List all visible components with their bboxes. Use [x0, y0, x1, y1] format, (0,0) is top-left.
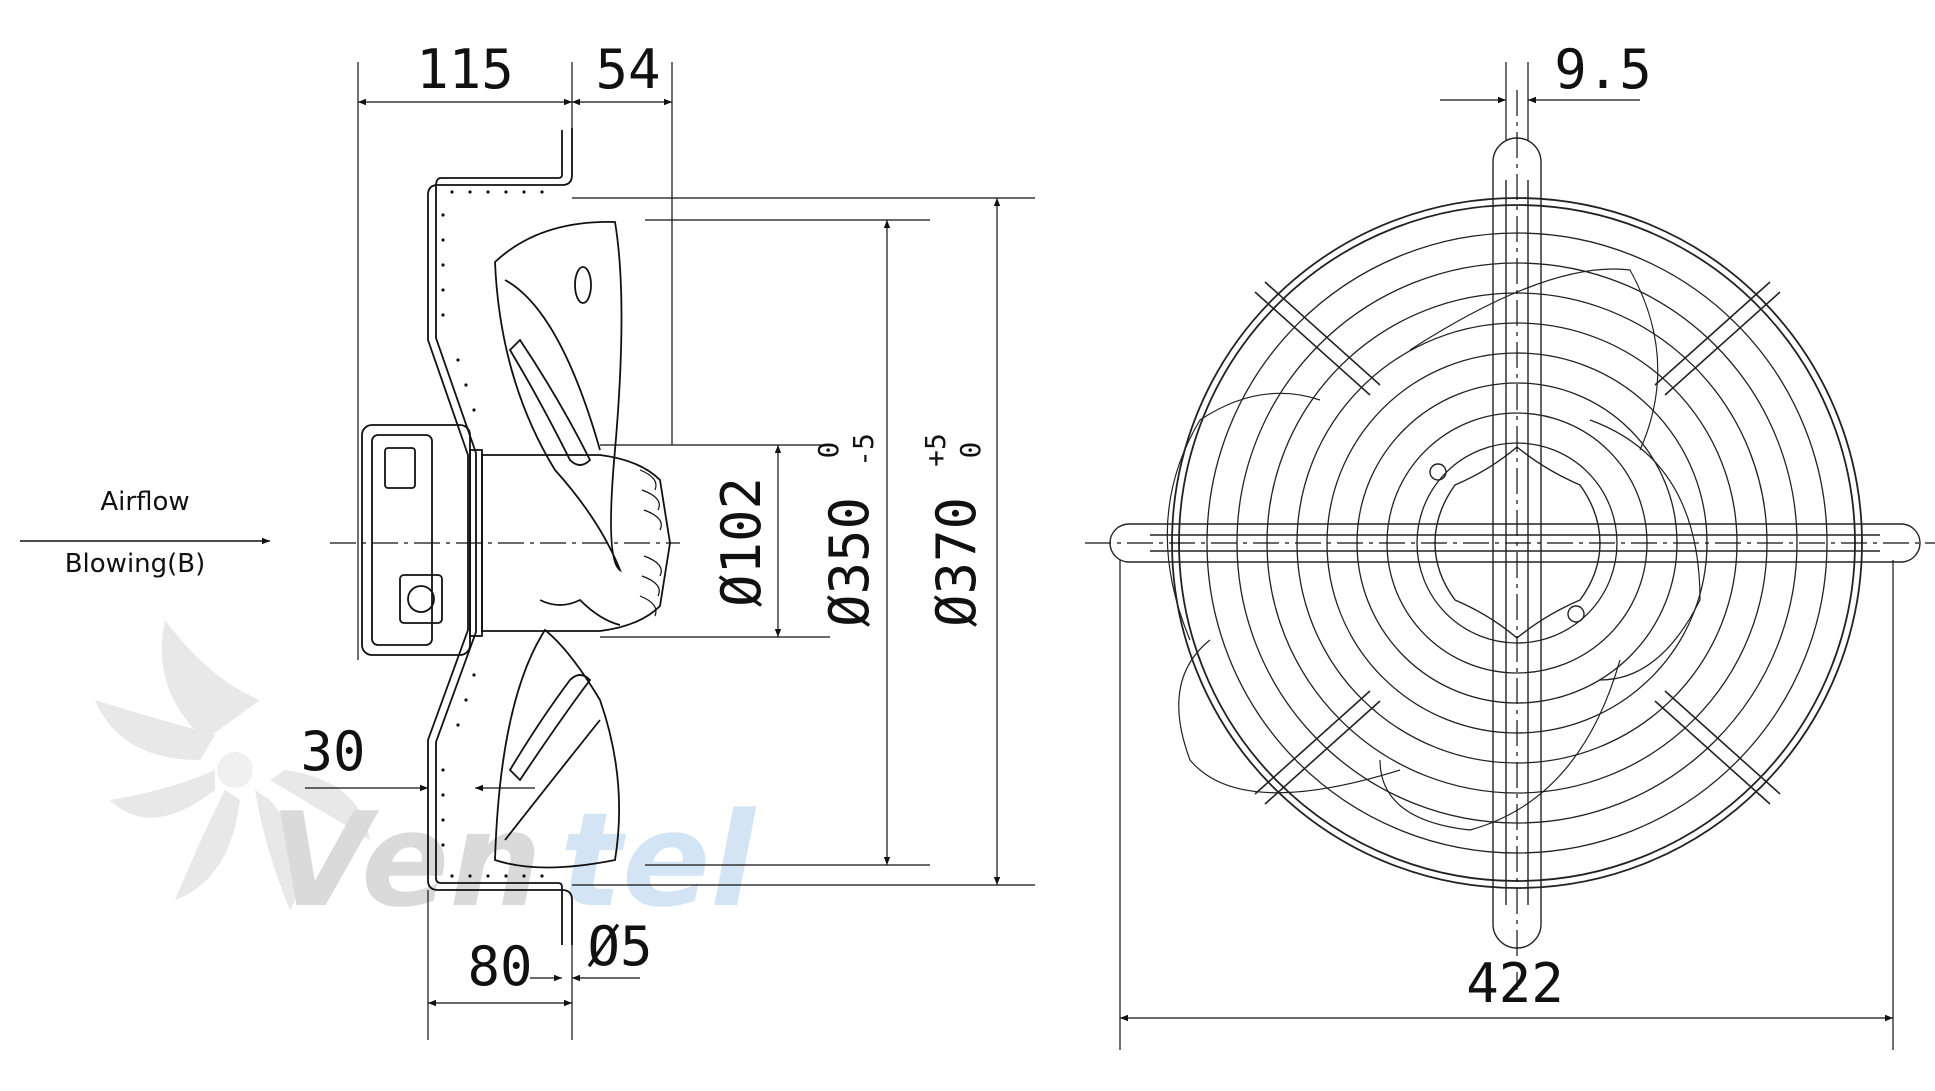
- dim-dia370-tol-upper: +5: [919, 433, 952, 467]
- airflow-label: Airflow: [100, 487, 189, 517]
- dim-dia370-label: Ø370: [925, 497, 988, 627]
- dim-dia350-label: Ø350: [818, 497, 881, 627]
- blade-root: [539, 598, 621, 626]
- watermark-text-a: Ven: [270, 784, 542, 936]
- dim-115-label: 115: [416, 38, 514, 101]
- guard-diagonal-struts: [1254, 281, 1781, 805]
- dim-dia102-group: Ø102: [710, 477, 773, 607]
- terminal-box: [361, 424, 471, 656]
- impeller-blades: [1166, 268, 1701, 831]
- side-dimensions: [305, 62, 1035, 1040]
- dim-80-label: 80: [467, 935, 532, 998]
- dim-30-label: 30: [300, 720, 365, 783]
- dim-dia370-group: Ø370 +5 0: [919, 433, 988, 627]
- dim-dia350-group: Ø350 0 -5: [812, 433, 881, 627]
- upper-blade: [494, 221, 623, 573]
- mounting-panel-inner: [435, 130, 563, 945]
- watermark: Ven tel: [95, 620, 757, 936]
- upper-blade-edge: [504, 279, 601, 451]
- motor-fins: [639, 469, 662, 617]
- upper-blade-hole: [574, 266, 592, 304]
- dim-hole-label: Ø5: [587, 915, 652, 978]
- lower-blade-edge: [504, 719, 601, 841]
- dim-dia102-label: Ø102: [710, 477, 773, 607]
- mount-screw: [1429, 463, 1447, 481]
- mounting-panel: [427, 128, 573, 945]
- dim-dia350-tol-upper: 0: [812, 442, 845, 459]
- dim-422-label: 422: [1466, 952, 1564, 1015]
- watermark-text-b: tel: [560, 784, 757, 936]
- cable-gland-nut: [407, 585, 435, 613]
- side-view: [330, 128, 680, 945]
- airflow-mode-label: Blowing(B): [65, 549, 206, 579]
- front-dimensions: [1085, 62, 1935, 1050]
- dim-9-5-label: 9.5: [1554, 38, 1652, 101]
- dim-dia370-tol-lower: 0: [954, 442, 987, 459]
- terminal-cap: [384, 447, 416, 489]
- cable-gland: [399, 574, 443, 624]
- panel-rivet-dots: [441, 190, 544, 878]
- dim-54-label: 54: [595, 38, 660, 101]
- upper-blade-slot: [508, 338, 592, 466]
- lower-blade-slot: [508, 674, 592, 782]
- motor-rotor: [481, 454, 671, 632]
- dim-dia350-tol-lower: -5: [847, 433, 880, 467]
- lower-blade: [494, 628, 621, 869]
- terminal-box-inner: [371, 434, 433, 646]
- watermark-fan-icon: [95, 620, 370, 910]
- mount-screw: [1567, 605, 1585, 623]
